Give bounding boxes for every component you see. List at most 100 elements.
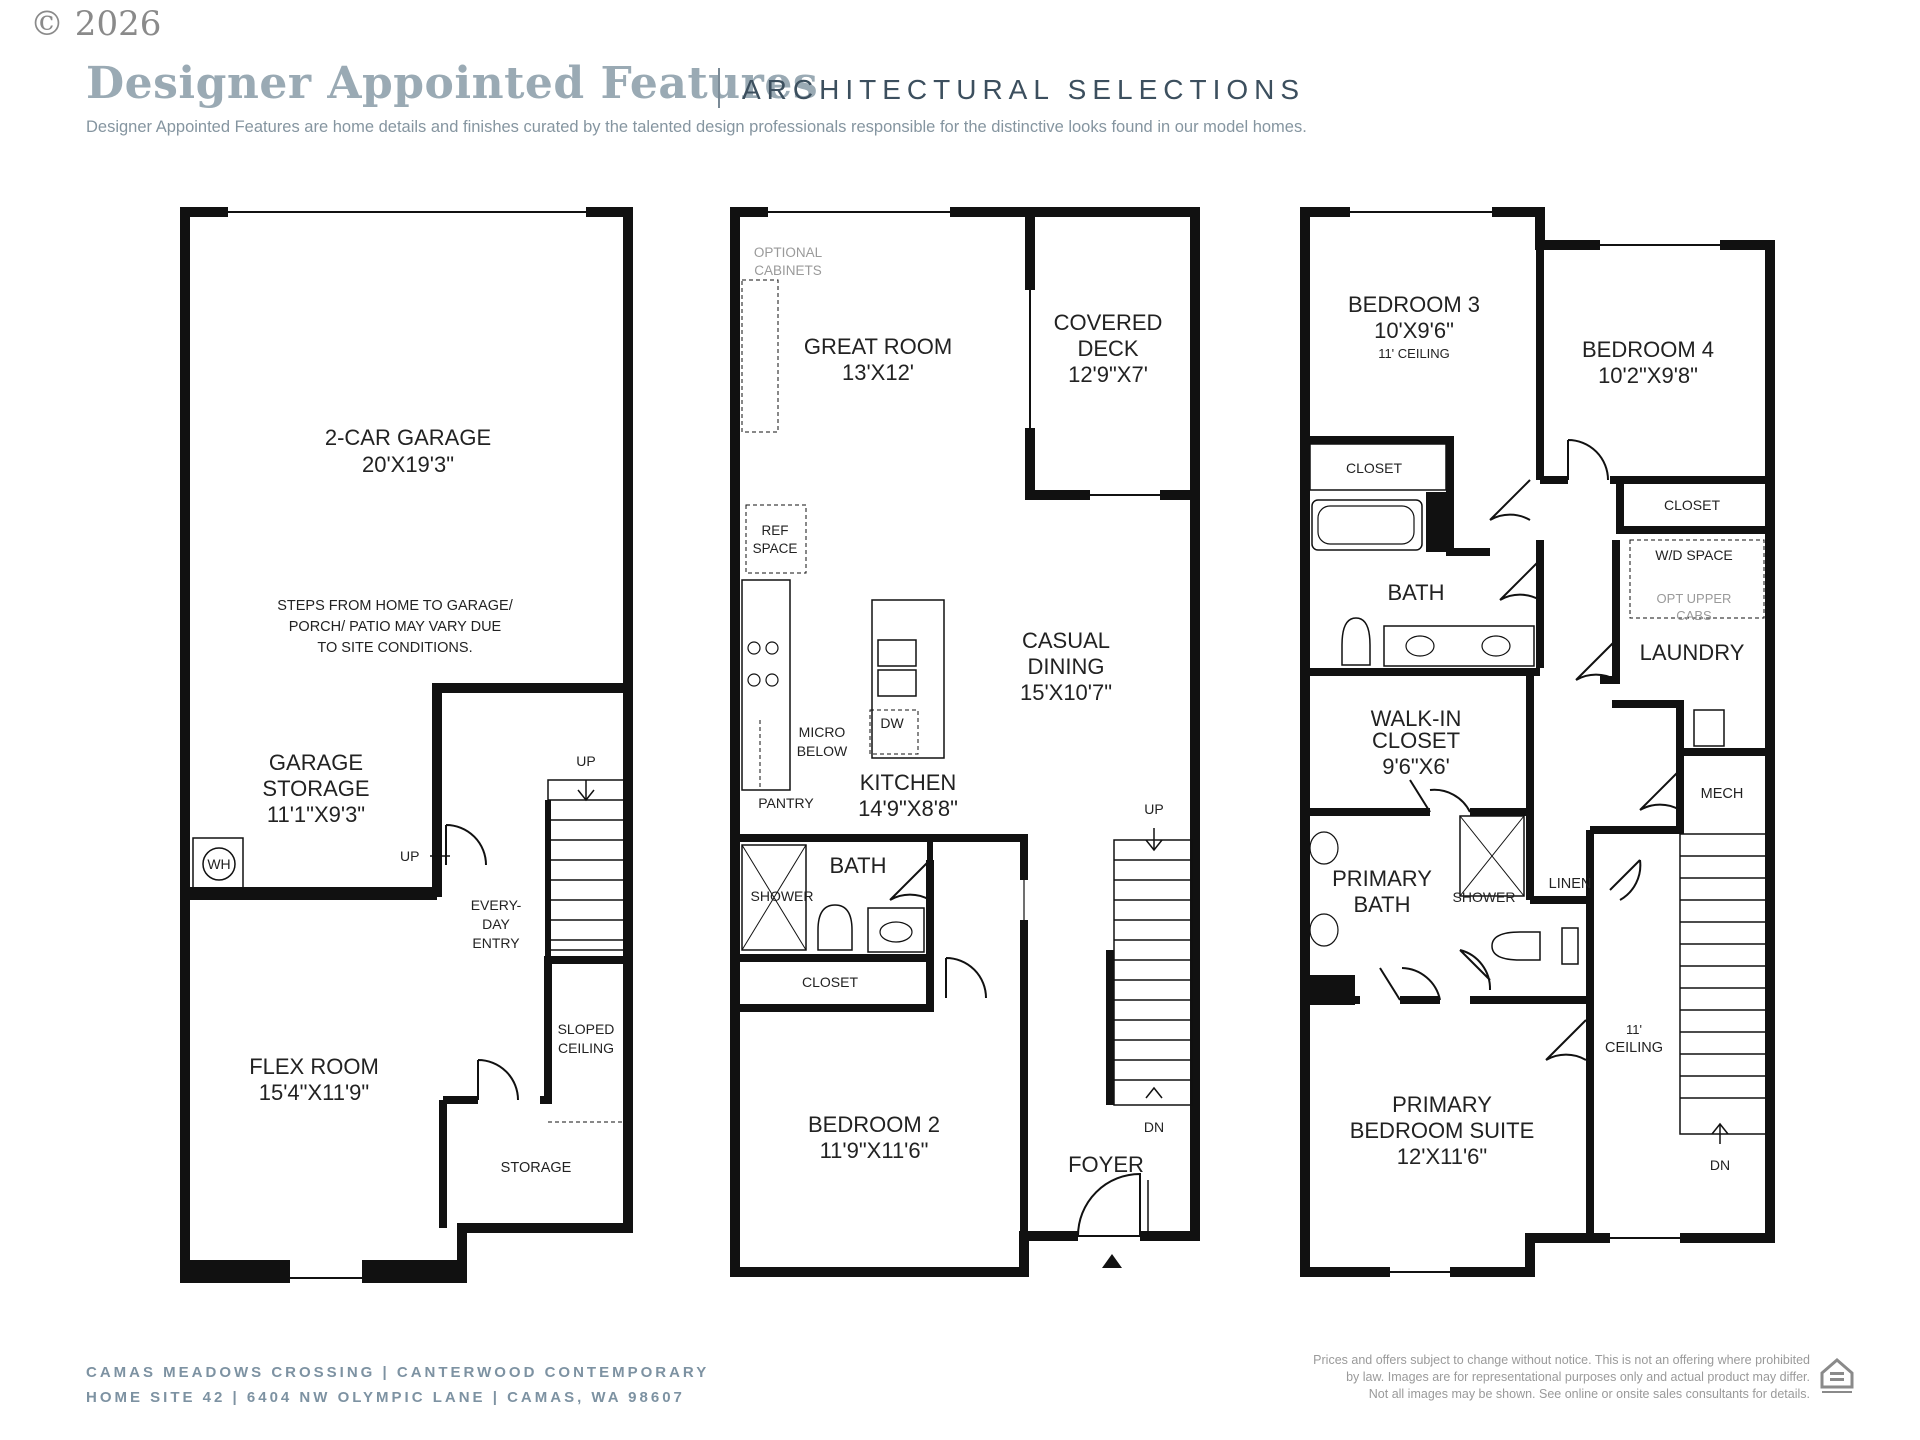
footer-community: CAMAS MEADOWS CROSSING | CANTERWOOD CONT… (86, 1364, 710, 1381)
label-dw: DW (880, 715, 904, 731)
floor3-mech-wall (1622, 752, 1684, 834)
label-wd-space: W/D SPACE (1655, 547, 1733, 563)
label-bedroom-3: BEDROOM 3 (1348, 292, 1480, 317)
floor3-tub-inner (1317, 505, 1415, 545)
floor2-bath-door (889, 859, 931, 901)
floor2-kitchen-island (871, 599, 945, 759)
floor2-entry-arrow (1102, 1254, 1122, 1268)
label-flex: FLEX ROOM (249, 1054, 379, 1079)
floor2-burner-3 (747, 673, 761, 687)
floor2-sink-2 (877, 669, 917, 697)
page-subtitle: ARCHITECTURAL SELECTIONS (742, 74, 1306, 105)
floor3-linen-door (1609, 859, 1642, 901)
floor3-bath-walls (1305, 500, 1544, 676)
floor3-tub (1311, 499, 1423, 551)
floor3-toilet-2 (1491, 931, 1541, 961)
label-garage-storage-dim: 11'1"X9'3" (267, 802, 365, 827)
label-garage-dim: 20'X19'3" (362, 452, 454, 477)
label-dn-2: DN (1144, 1119, 1164, 1135)
title-divider (718, 68, 720, 108)
floor3-linen-wall (1586, 826, 1640, 900)
label-garage: 2-CAR GARAGE (325, 425, 491, 450)
floor3-toilet-1 (1341, 617, 1371, 666)
label-laundry: LAUNDRY (1640, 640, 1745, 665)
label-entry-3: ENTRY (472, 935, 520, 951)
floor2-foyer-door (1077, 1172, 1141, 1237)
label-primary-1: PRIMARY (1392, 1092, 1492, 1117)
label-dining-1: CASUAL (1022, 628, 1110, 653)
floor-1-labels: 2-CAR GARAGE 20'X19'3" STEPS FROM HOME T… (207, 425, 614, 1176)
label-garage-storage-2: STORAGE (262, 776, 369, 801)
floor2-counter (741, 579, 791, 791)
label-dining-dim: 15'X10'7" (1020, 680, 1112, 705)
label-kitchen-dim: 14'9"X8'8" (858, 796, 958, 821)
floor2-vanity-sink (879, 921, 913, 943)
floor3-pb-sink-a (1309, 831, 1339, 865)
label-bedroom-3-ceiling: 11' CEILING (1378, 346, 1450, 361)
label-great-room-dim: 13'X12' (842, 360, 914, 385)
label-up-stairs: UP (576, 753, 595, 769)
label-micro-1: MICRO (799, 724, 846, 740)
floor3-bed4-wall (1540, 476, 1770, 534)
disclaimer-line-3: Not all images may be shown. See online … (1368, 1387, 1810, 1401)
legal-disclaimer: Prices and offers subject to change with… (1200, 1352, 1810, 1403)
label-ceiling-1: 11' (1626, 1022, 1642, 1037)
floor2-stairs (1113, 828, 1193, 1106)
floor3-bath-block (1426, 492, 1446, 552)
floor2-outer-wall (730, 207, 1200, 1277)
label-great-room: GREAT ROOM (804, 334, 952, 359)
floor1-stairs (547, 779, 625, 951)
label-walkin-dim: 9'6"X6' (1382, 754, 1450, 779)
label-walkin-2: CLOSET (1372, 728, 1460, 753)
floor-3-plan (1300, 207, 1775, 1277)
page-title: Designer Appointed Features (86, 58, 819, 109)
label-closet-2: CLOSET (802, 974, 858, 990)
label-storage: STORAGE (501, 1160, 572, 1176)
label-primary-2: BEDROOM SUITE (1350, 1118, 1535, 1143)
label-sloped-2: CEILING (558, 1040, 614, 1056)
label-mech: MECH (1701, 786, 1744, 802)
copyright-notice: © 2026 (30, 4, 162, 44)
floor2-sink-1 (877, 639, 917, 667)
floor3-pb-sink-b (1309, 913, 1339, 947)
floor-2-plan (730, 207, 1200, 1277)
floor-3-labels: BEDROOM 3 10'X9'6" 11' CEILING BEDROOM 4… (1332, 292, 1745, 1173)
floor3-wd-space (1629, 539, 1765, 619)
floor3-primary-door (1545, 1019, 1587, 1061)
label-garage-note-1: STEPS FROM HOME TO GARAGE/ (277, 598, 513, 614)
floor1-flex-door (477, 1059, 519, 1101)
floor1-storage-wall (439, 956, 628, 1228)
floor-1-plan (180, 207, 633, 1283)
label-entry-1: EVERY- (471, 897, 522, 913)
disclaimer-line-2: by law. Images are for representational … (1346, 1370, 1810, 1384)
floor1-bottom-block (180, 1260, 290, 1282)
floor3-laundry-sink (1693, 709, 1725, 747)
floor1-entry-door (445, 824, 487, 866)
label-primary-dim: 12'X11'6" (1397, 1144, 1487, 1169)
floor3-toilet-tank (1561, 927, 1579, 965)
label-bath-2: BATH (829, 853, 886, 878)
label-opt-upper-1: OPT UPPER (1657, 591, 1732, 606)
floor2-dishwasher (869, 709, 919, 755)
label-deck-2: DECK (1077, 336, 1138, 361)
floor2-burner-2 (765, 641, 779, 655)
label-deck-dim: 12'9"X7' (1068, 362, 1148, 387)
label-dn-3: DN (1710, 1157, 1730, 1173)
floor2-optional-cabinets (741, 279, 779, 433)
floor3-mech-door (1639, 769, 1681, 811)
floor2-shower-x2 (741, 844, 807, 951)
floor3-bed4-door (1567, 439, 1609, 481)
floor3-laundry-door (1575, 639, 1617, 681)
label-kitchen: KITCHEN (860, 770, 957, 795)
floor2-vanity (867, 907, 925, 953)
label-dining-2: DINING (1028, 654, 1105, 679)
floor1-garage-wall (185, 683, 628, 897)
floor3-walkin-door (1409, 779, 1471, 813)
floor2-burner-1 (747, 641, 761, 655)
label-bath-3: BATH (1387, 580, 1444, 605)
page-description: Designer Appointed Features are home det… (86, 118, 1307, 136)
label-sloped-1: SLOPED (558, 1021, 615, 1037)
label-deck-1: COVERED (1054, 310, 1163, 335)
floor1-wh-circle (202, 847, 236, 881)
